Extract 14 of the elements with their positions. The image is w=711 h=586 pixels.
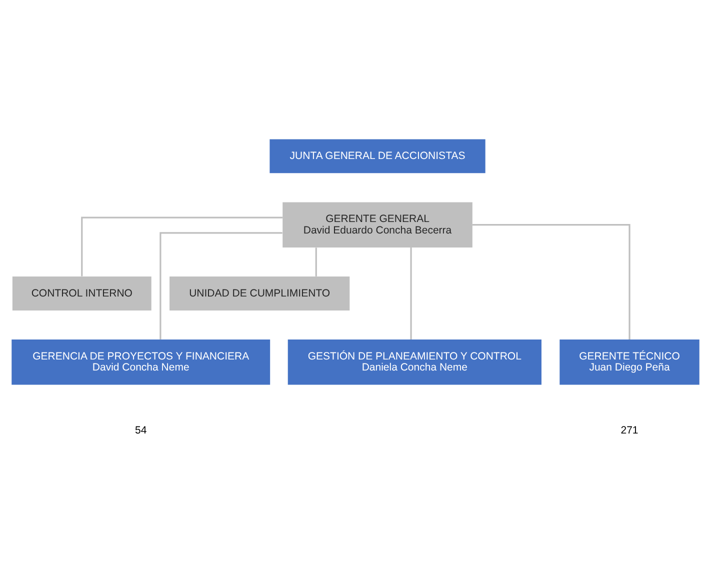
node-box: GERENTE TÉCNICO Juan Diego Peña	[560, 339, 700, 384]
connector	[472, 224, 630, 339]
label: 271	[620, 424, 638, 436]
node-box: GESTIÓN DE PLANEAMIENTO Y CONTROL Daniela Concha Neme	[288, 339, 542, 384]
node-box: JUNTA GENERAL DE ACCIONISTAS	[270, 138, 486, 173]
connector	[410, 247, 412, 339]
label: 54	[135, 424, 147, 436]
node-box: UNIDAD DE CUMPLIMIENTO	[170, 276, 350, 310]
connector	[315, 247, 317, 276]
node-box: GERENTE GENERAL David Eduardo Concha Becerra	[282, 202, 472, 247]
connector	[81, 216, 283, 276]
connector	[160, 232, 282, 339]
node-box: GERENCIA DE PROYECTOS Y FINANCIERA David Concha Neme	[12, 339, 270, 384]
node-box: CONTROL INTERNO	[12, 276, 152, 310]
